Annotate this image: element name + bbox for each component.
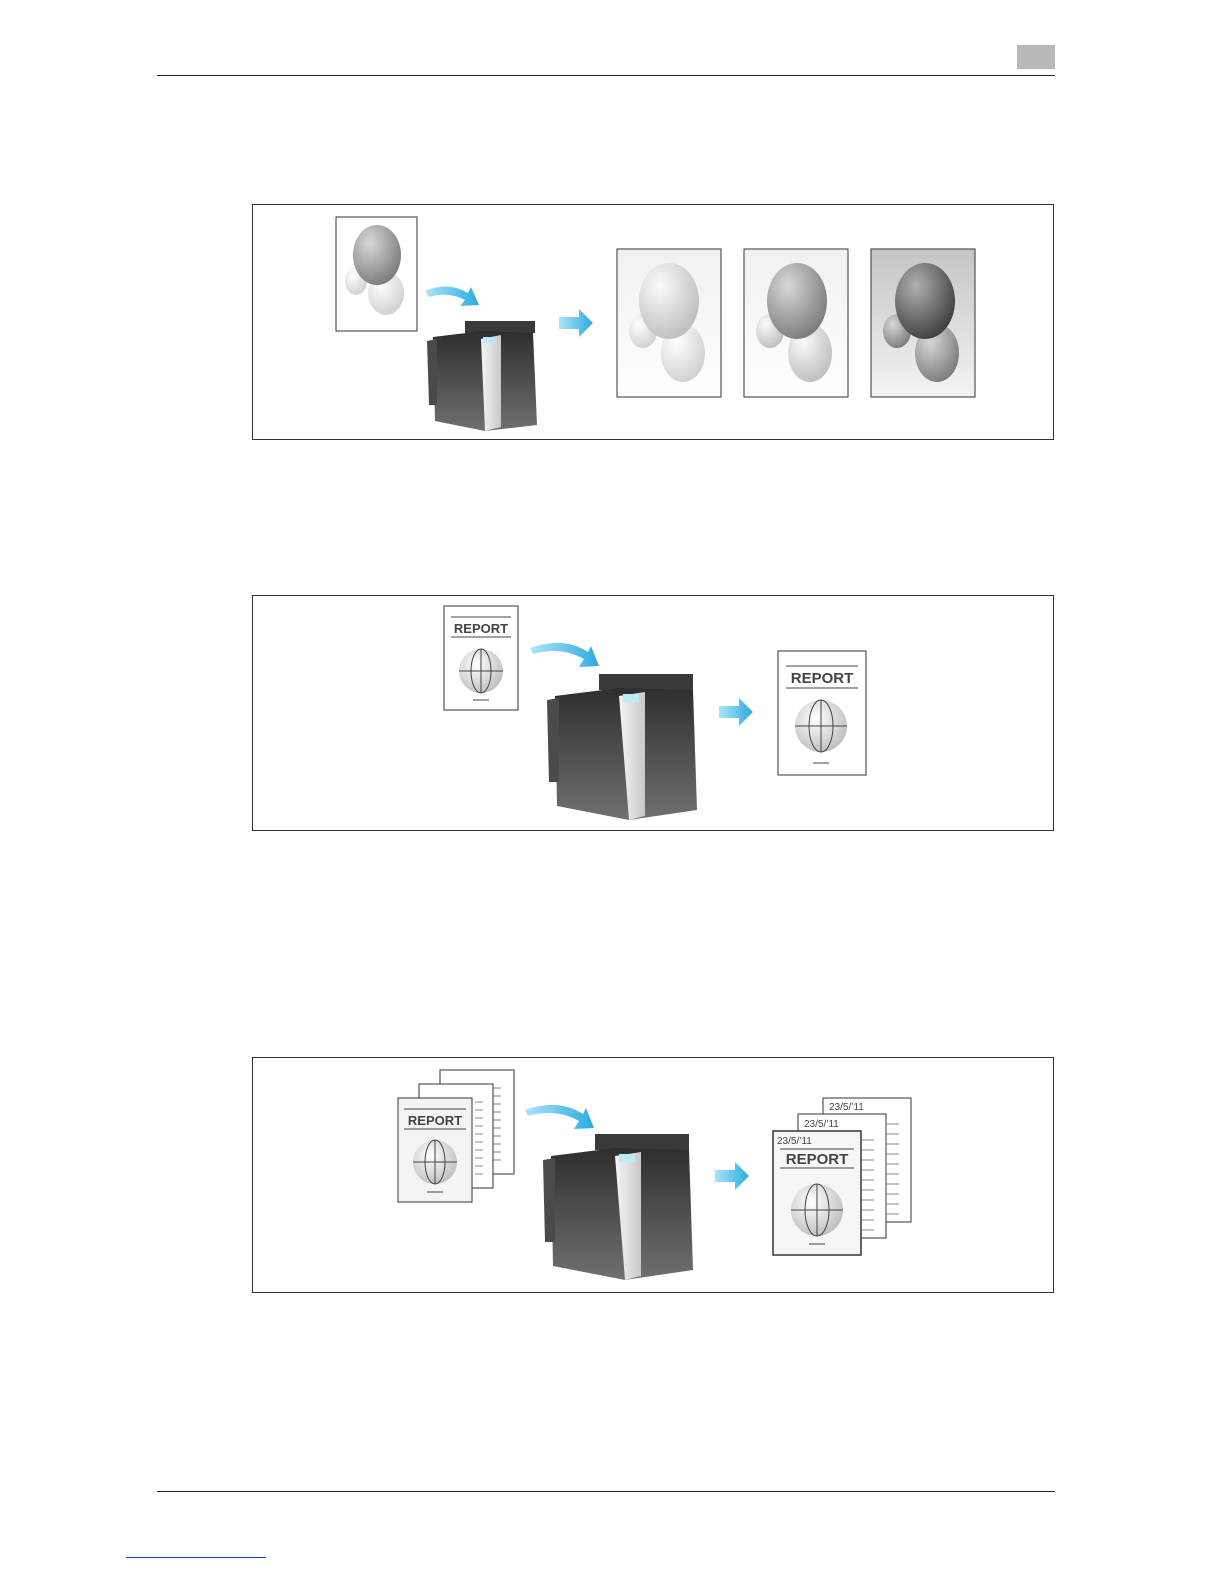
output-sheet-normal: [744, 249, 848, 397]
output-report-sheet: REPORT: [778, 651, 866, 775]
original-report-stack: REPORT: [398, 1070, 514, 1202]
output-arrow-icon: [559, 309, 593, 337]
feed-arrow-icon: [425, 286, 479, 306]
report-title: REPORT: [786, 1151, 849, 1168]
date-stamp: 23/5/’11: [777, 1136, 812, 1147]
feed-arrow-icon: [530, 643, 599, 667]
figure-date-stamp: REPORT 23/5/’11: [252, 1057, 1054, 1293]
figure-density-adjustment: [252, 204, 1054, 440]
figure-2-drawing: REPORT REPORT: [253, 596, 1054, 831]
report-title: REPORT: [408, 1113, 462, 1128]
header-rule: [157, 75, 1055, 76]
footer-rule: [157, 1491, 1055, 1492]
output-sheet-light: [617, 249, 721, 397]
output-dated-stack: 23/5/’11 23/5/’11 23/5/’11 REPORT: [773, 1098, 911, 1255]
date-stamp: 23/5/’11: [829, 1102, 864, 1113]
footer-link-underline[interactable]: [126, 1557, 266, 1558]
output-arrow-icon: [719, 698, 753, 726]
feed-arrow-icon: [525, 1105, 594, 1129]
figure-3-drawing: REPORT 23/5/’11: [253, 1058, 1054, 1293]
report-title: REPORT: [791, 670, 854, 687]
output-arrow-icon: [715, 1162, 749, 1190]
date-stamp: 23/5/’11: [804, 1119, 839, 1130]
mfp-printer-icon: [427, 321, 537, 431]
original-report-sheet: REPORT: [444, 606, 518, 710]
original-balloon-sheet: [336, 217, 417, 331]
mfp-printer-icon: [547, 674, 697, 820]
report-title: REPORT: [454, 621, 508, 636]
mfp-printer-icon: [543, 1134, 693, 1280]
figure-1-drawing: [253, 205, 1054, 440]
chapter-tab: [1017, 45, 1055, 69]
figure-report-copy: REPORT REPORT: [252, 595, 1054, 831]
output-sheet-dark: [871, 249, 975, 397]
